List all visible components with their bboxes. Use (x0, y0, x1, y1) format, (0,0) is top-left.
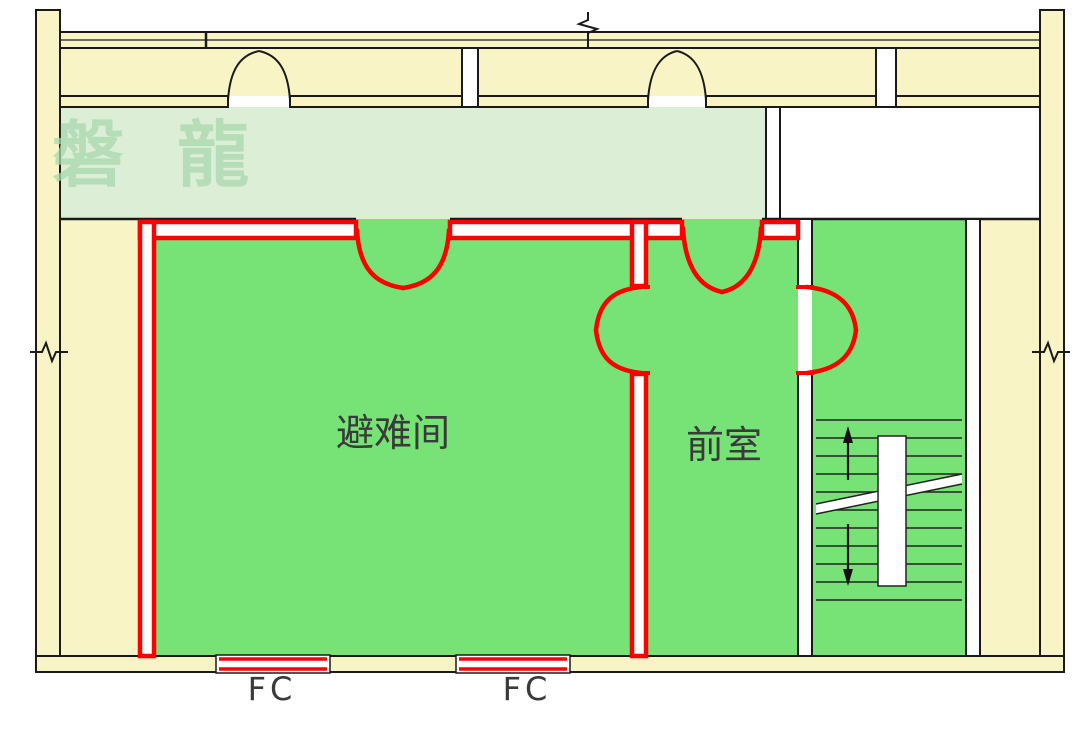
stairs (815, 419, 963, 601)
left-side-strip (60, 219, 140, 656)
doors (227, 50, 707, 101)
stair-handrail (877, 435, 907, 587)
fire-wall-right (629, 219, 649, 289)
fire-wall-top (759, 219, 801, 241)
fire-walls (137, 219, 801, 659)
break-marks (30, 12, 1070, 364)
stair-down-arrow (843, 524, 853, 586)
break-mark-top (576, 12, 600, 48)
outer-wall-right (1039, 9, 1065, 673)
anteroom-label: 前室 (686, 423, 762, 467)
stair-up-arrow (843, 426, 853, 480)
right-side-strip (980, 219, 1040, 656)
anteroom-stair-wall (797, 373, 813, 657)
fire-door-anteroom-corridor (680, 225, 764, 295)
refuge-room-label: 避难间 (336, 411, 450, 455)
refuge-room-area (140, 219, 646, 656)
fc-window-label-2: FC (503, 670, 552, 708)
labels: 磐 龍 避难间 前室 FC FC (52, 113, 762, 708)
stairwell-east-wall (965, 218, 981, 657)
break-mark-right (1032, 340, 1070, 364)
double-door-upper-right (647, 50, 707, 101)
fire-door-refuge-corridor (354, 227, 452, 291)
break-mark-left (30, 340, 68, 364)
fc-window-1 (215, 654, 331, 674)
fire-wall-top (137, 219, 359, 241)
fc-windows (215, 654, 571, 674)
fire-door-anteroom-stair (796, 284, 859, 376)
fire-doors (354, 225, 859, 376)
upper-room-partition (461, 47, 479, 108)
upper-room-south-wall (59, 95, 229, 108)
corridor-end-wall (765, 106, 781, 220)
upper-room-south-wall (705, 95, 1041, 108)
fire-door-refuge-anteroom (593, 284, 650, 376)
fire-wall-left (137, 219, 157, 659)
fire-wall-right (629, 371, 649, 659)
upper-room-partition (875, 47, 897, 108)
fc-window-2 (455, 654, 571, 674)
watermark: 磐 龍 (52, 113, 263, 197)
fc-window-label-1: FC (248, 670, 297, 708)
corridor-area (60, 107, 766, 219)
outer-wall-left (35, 9, 61, 673)
double-door-upper-left (227, 50, 291, 101)
